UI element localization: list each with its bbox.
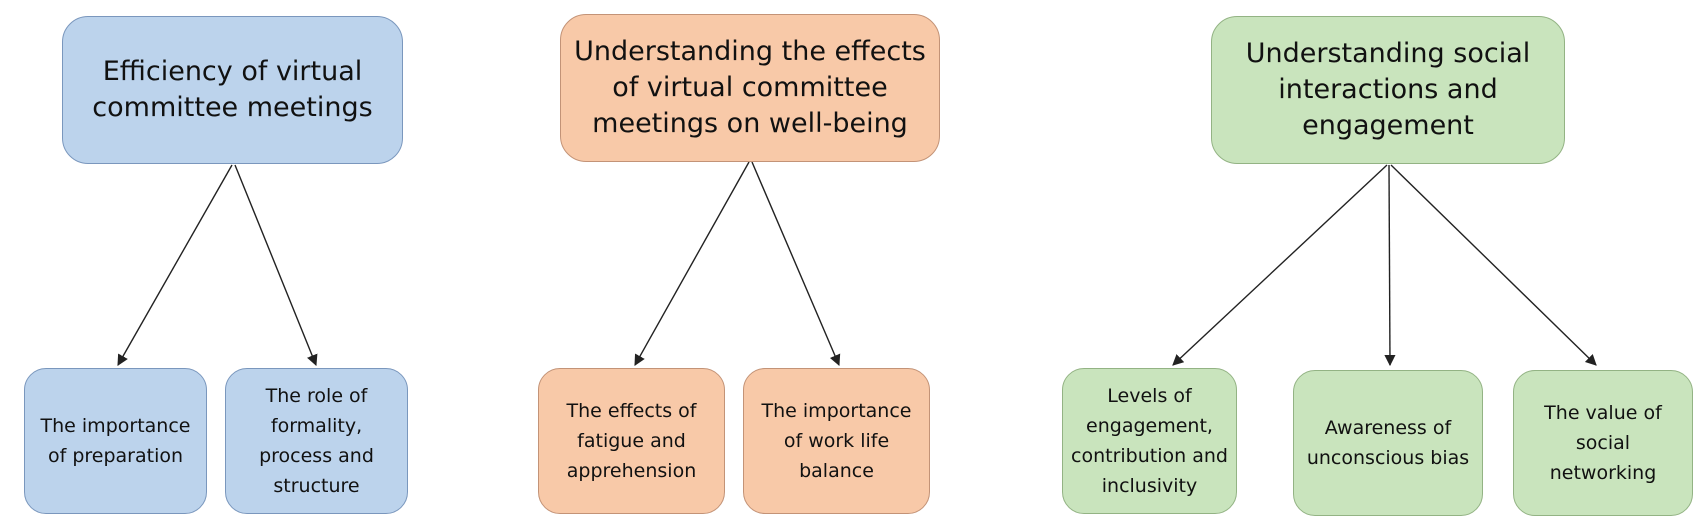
- arrow-theme2-to-sub1: [634, 161, 750, 366]
- theme-title: Understanding social interactions and en…: [1245, 38, 1531, 141]
- theme-title: Efficiency of virtual committee meetings: [92, 56, 373, 123]
- theme-box-wellbeing: Understanding the effects of virtual com…: [560, 14, 940, 162]
- subtheme-label: The effects of fatigue and apprehension: [566, 400, 697, 482]
- subtheme-label: Levels of engagement, contribution and i…: [1071, 385, 1228, 497]
- arrow-theme2-to-sub2: [751, 161, 841, 367]
- arrow-theme3-to-sub2: [1384, 164, 1396, 367]
- theme-title: Understanding the effects of virtual com…: [574, 36, 926, 139]
- subtheme-box-preparation: The importance of preparation: [24, 368, 207, 514]
- arrow-theme3-to-sub1: [1172, 164, 1388, 366]
- subtheme-label: The value of social networking: [1544, 402, 1662, 484]
- arrow-theme3-to-sub3: [1390, 164, 1597, 366]
- subtheme-label: The role of formality, process and struc…: [259, 385, 374, 497]
- subtheme-box-engagement: Levels of engagement, contribution and i…: [1062, 368, 1237, 514]
- subtheme-box-fatigue: The effects of fatigue and apprehension: [538, 368, 725, 514]
- theme-box-social-interactions: Understanding social interactions and en…: [1211, 16, 1565, 164]
- subtheme-label: Awareness of unconscious bias: [1306, 417, 1470, 469]
- subtheme-box-unconscious-bias: Awareness of unconscious bias: [1293, 370, 1483, 516]
- subtheme-label: The importance of work life balance: [761, 400, 912, 482]
- arrow-theme1-to-sub1: [117, 164, 233, 366]
- subtheme-box-formality: The role of formality, process and struc…: [225, 368, 408, 514]
- subtheme-box-work-life-balance: The importance of work life balance: [743, 368, 930, 514]
- subtheme-box-social-networking: The value of social networking: [1513, 370, 1693, 516]
- arrow-theme1-to-sub2: [234, 164, 318, 367]
- theme-box-efficiency: Efficiency of virtual committee meetings: [62, 16, 403, 164]
- subtheme-label: The importance of preparation: [40, 415, 191, 467]
